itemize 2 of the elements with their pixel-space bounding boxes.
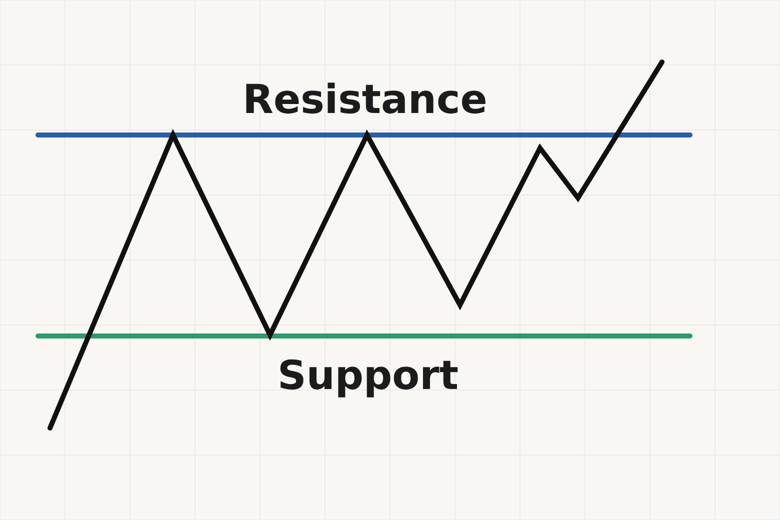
line-label: Resistance	[242, 80, 488, 120]
line-label: Support	[278, 356, 458, 396]
